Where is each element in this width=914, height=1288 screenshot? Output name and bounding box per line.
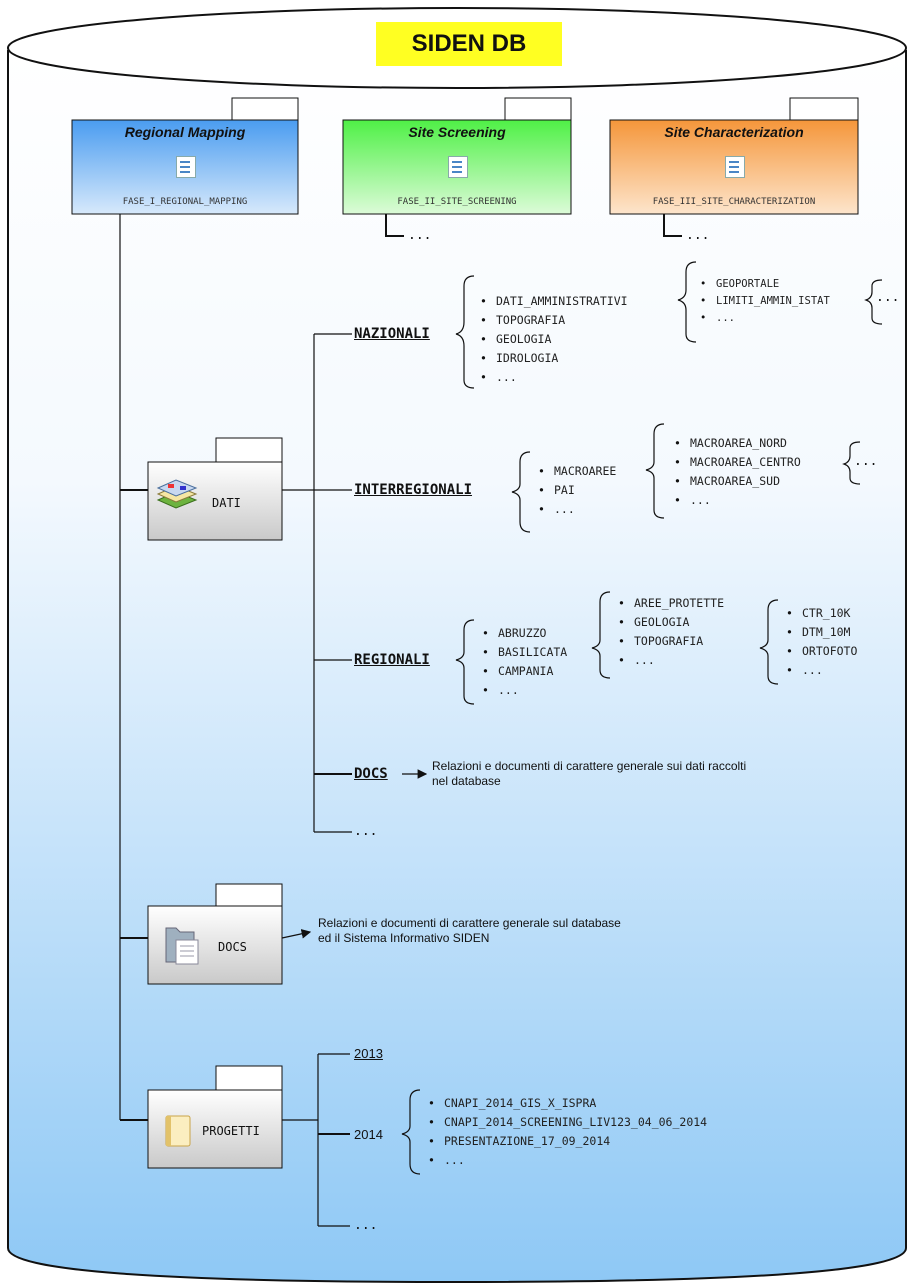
phase-ii-more: ... [408, 228, 432, 243]
phase-site-characterization[interactable]: Site Characterization FASE_III_SITE_CHAR… [610, 120, 858, 214]
year-2013: 2013 [354, 1046, 383, 1061]
list-item: ... [536, 500, 616, 519]
list-item: PRESENTAZIONE_17_09_2014 [426, 1132, 707, 1151]
phase-iii-more: ... [686, 228, 710, 243]
class-diagram-icon [448, 156, 468, 178]
phase-title: Site Screening [408, 124, 506, 140]
nazionali-sub-more: ... [876, 290, 900, 305]
phase-site-screening[interactable]: Site Screening FASE_II_SITE_SCREENING [343, 120, 571, 214]
progetti-more: ... [354, 1218, 378, 1233]
folder-docs[interactable]: DOCS [218, 940, 247, 954]
interregionali-sub-more: ... [854, 454, 878, 469]
class-diagram-icon [725, 156, 745, 178]
nazionali-sub-list: GEOPORTALE LIMITI_AMMIN_ISTAT ... [698, 276, 830, 327]
list-item: ... [478, 368, 628, 387]
list-item: ... [698, 310, 830, 327]
list-item: CAMPANIA [480, 662, 567, 681]
nazionali-label: NAZIONALI [354, 326, 430, 342]
docs-note: Relazioni e documenti di carattere gener… [318, 916, 621, 945]
list-item: DATI_AMMINISTRATIVI [478, 292, 628, 311]
list-item: GEOLOGIA [478, 330, 628, 349]
dati-docs-note: Relazioni e documenti di carattere gener… [432, 759, 747, 788]
notebook-icon [165, 1115, 191, 1147]
list-item: ... [426, 1151, 707, 1170]
list-item: AREE_PROTETTE [616, 594, 724, 613]
list-item: GEOPORTALE [698, 276, 830, 293]
list-item: ... [784, 661, 857, 680]
regionali-list: ABRUZZO BASILICATA CAMPANIA ... [480, 624, 567, 700]
list-item: CNAPI_2014_SCREENING_LIV123_04_06_2014 [426, 1113, 707, 1132]
dati-more: ... [354, 824, 378, 839]
regionali-sub-sub-list: CTR_10K DTM_10M ORTOFOTO ... [784, 604, 857, 680]
list-item: BASILICATA [480, 643, 567, 662]
list-item: IDROLOGIA [478, 349, 628, 368]
regionali-sub-list: AREE_PROTETTE GEOLOGIA TOPOGRAFIA ... [616, 594, 724, 670]
list-item: ... [616, 651, 724, 670]
list-item: ... [480, 681, 567, 700]
list-item: MACROAREE [536, 462, 616, 481]
list-item: MACROAREA_NORD [672, 434, 801, 453]
regionali-label: REGIONALI [354, 652, 430, 668]
list-item: CTR_10K [784, 604, 857, 623]
phase-regional-mapping[interactable]: Regional Mapping FASE_I_REGIONAL_MAPPING [72, 120, 298, 214]
phase-code: FASE_II_SITE_SCREENING [397, 197, 517, 207]
list-item: CNAPI_2014_GIS_X_ISPRA [426, 1094, 707, 1113]
progetti-2014-list: CNAPI_2014_GIS_X_ISPRA CNAPI_2014_SCREEN… [426, 1094, 707, 1170]
interregionali-sub-list: MACROAREA_NORD MACROAREA_CENTRO MACROARE… [672, 434, 801, 510]
folder-icon [165, 927, 199, 965]
phase-code: FASE_I_REGIONAL_MAPPING [122, 197, 248, 207]
list-item: DTM_10M [784, 623, 857, 642]
folder-progetti[interactable]: PROGETTI [202, 1124, 260, 1138]
list-item: LIMITI_AMMIN_ISTAT [698, 293, 830, 310]
nazionali-list: DATI_AMMINISTRATIVI TOPOGRAFIA GEOLOGIA … [478, 292, 628, 387]
list-item: MACROAREA_SUD [672, 472, 801, 491]
list-item: GEOLOGIA [616, 613, 724, 632]
interregionali-label: INTERREGIONALI [354, 482, 473, 498]
diagram-title: SIDEN DB [376, 22, 562, 66]
list-item: TOPOGRAFIA [616, 632, 724, 651]
phase-code: FASE_III_SITE_CHARACTERIZATION [652, 197, 816, 207]
layers-icon [156, 479, 198, 509]
list-item: ORTOFOTO [784, 642, 857, 661]
list-item: MACROAREA_CENTRO [672, 453, 801, 472]
folder-dati[interactable]: DATI [212, 496, 241, 510]
list-item: PAI [536, 481, 616, 500]
list-item: ABRUZZO [480, 624, 567, 643]
year-2014: 2014 [354, 1127, 383, 1142]
interregionali-list: MACROAREE PAI ... [536, 462, 616, 519]
class-diagram-icon [176, 156, 196, 178]
phase-title: Regional Mapping [124, 124, 246, 140]
phase-title: Site Characterization [664, 124, 804, 140]
list-item: ... [672, 491, 801, 510]
list-item: TOPOGRAFIA [478, 311, 628, 330]
dati-docs-label: DOCS [354, 766, 388, 782]
